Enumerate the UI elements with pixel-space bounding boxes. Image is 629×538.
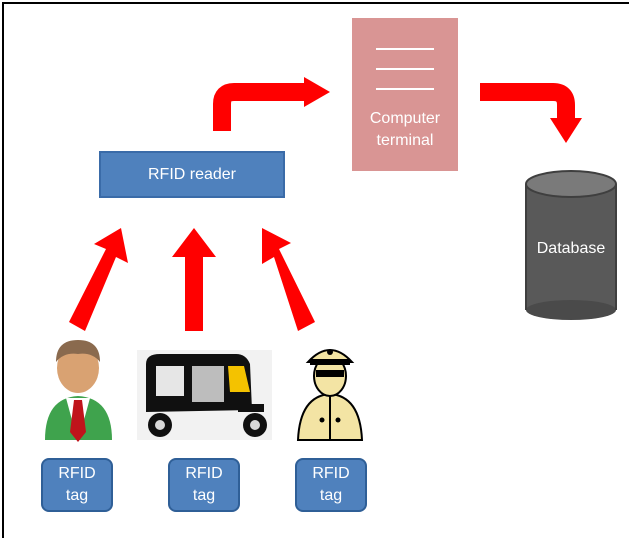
arrow-reader-to-terminal [213, 83, 306, 131]
rfid-tag-line2: tag [319, 487, 343, 504]
rfid-reader-label: RFID reader [147, 165, 237, 183]
terminal-label-line1: Computer [369, 110, 441, 127]
auto-rickshaw-icon [137, 350, 272, 440]
rfid-tag-person: RFID tag [41, 458, 113, 512]
computer-terminal-label: Computer terminal [352, 108, 458, 152]
arrow-reader-to-terminal-head [304, 77, 330, 107]
rfid-tag-line2: tag [65, 487, 89, 504]
rfid-tag-line1: RFID [185, 465, 223, 482]
person-icon [45, 340, 112, 442]
rfid-tag-line1: RFID [58, 465, 96, 482]
officer-icon [296, 349, 364, 441]
arrow-officer-to-reader [262, 228, 315, 331]
arrow-rickshaw-to-reader [172, 228, 216, 331]
rfid-tag-rickshaw: RFID tag [168, 458, 240, 512]
database-label: Database [536, 240, 606, 257]
rfid-tag-line2: tag [192, 487, 216, 504]
computer-terminal-box: Computer terminal [352, 18, 458, 171]
terminal-lines-icon [376, 48, 434, 108]
database-icon [525, 170, 617, 320]
arrow-terminal-to-database-head [550, 118, 582, 143]
rfid-reader-box: RFID reader [99, 151, 285, 198]
rfid-tag-officer: RFID tag [295, 458, 367, 512]
arrow-person-to-reader [69, 228, 128, 331]
arrow-terminal-to-database [480, 83, 575, 118]
rfid-tag-line1: RFID [312, 465, 350, 482]
terminal-label-line2: terminal [376, 132, 434, 149]
